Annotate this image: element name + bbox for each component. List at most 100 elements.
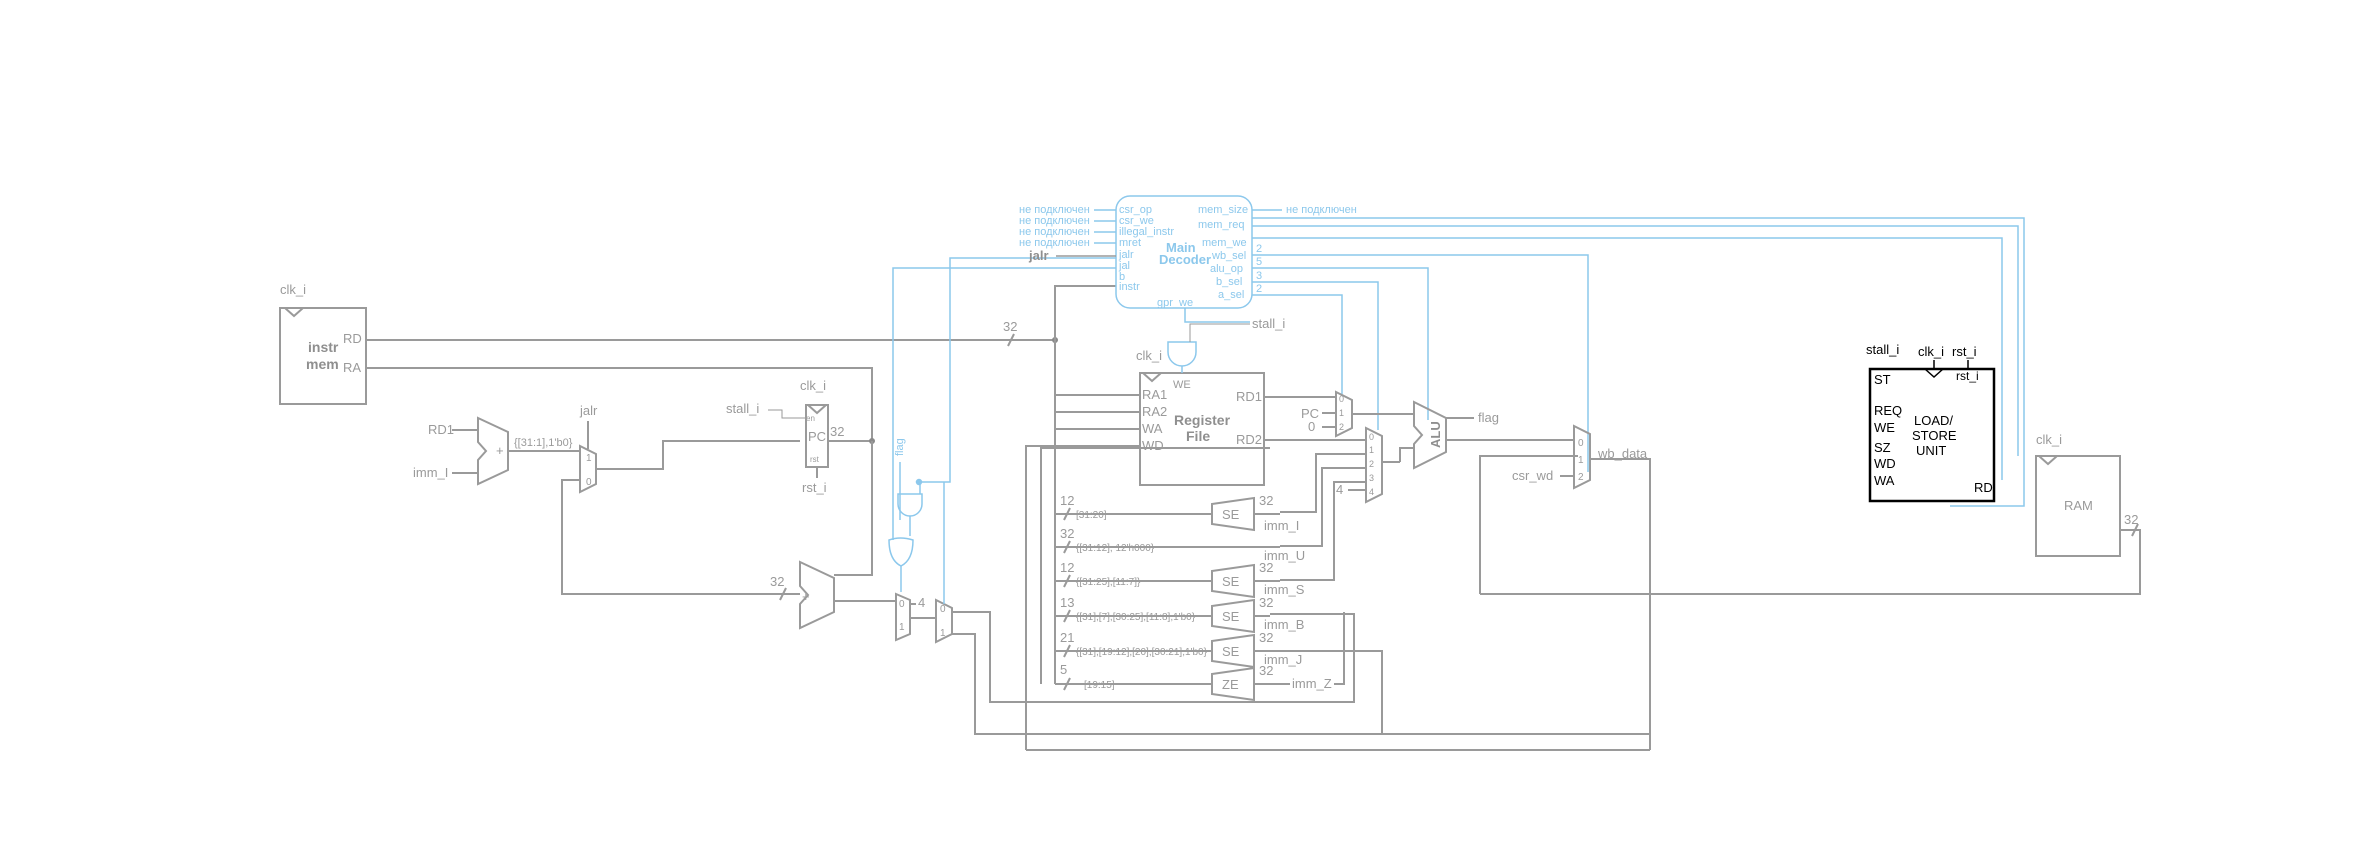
decoder-port-alu-op: alu_op xyxy=(1210,263,1243,275)
regfile-we-gate xyxy=(1167,341,1197,367)
decoder-port-jalr: jalr xyxy=(1118,249,1134,261)
imm-b-width-out: 32 xyxy=(1259,595,1273,610)
alu-b-mux-in2: 2 xyxy=(1369,459,1374,469)
instr-mem-title-2: mem xyxy=(306,356,339,372)
wb-mux-in2: 2 xyxy=(1578,472,1584,483)
imm-mux: 0 1 xyxy=(935,482,1383,735)
decoder-port-csr-we: csr_we xyxy=(1119,215,1154,227)
imm-mux-in1: 1 xyxy=(940,628,946,639)
decoder-port-b-sel: b_sel xyxy=(1216,276,1242,288)
imm-s-bits: {[31:25],[11:7]} xyxy=(1076,577,1141,588)
imm-s-name: imm_S xyxy=(1264,582,1305,597)
imm-z-name: imm_Z xyxy=(1292,676,1332,691)
loop-rd xyxy=(1040,447,1270,684)
imm-z-bits: [19:15] xyxy=(1084,680,1115,691)
main-decoder: Main Decoder csr_op csr_we illegal_instr… xyxy=(1019,195,2025,507)
alu-a-mux-shape xyxy=(1335,390,1353,438)
instr-bus-slash xyxy=(1007,333,1015,347)
imm-u-bits: {[31:12], 12'h000} xyxy=(1076,543,1155,554)
decoder-port-gpr-we: gpr_we xyxy=(1157,297,1193,309)
nc-2: не подключен xyxy=(1019,215,1090,227)
lsu-title-2: STORE xyxy=(1912,428,1957,443)
instr-mem-title-1: instr xyxy=(308,339,339,355)
const-mux-shape xyxy=(895,592,911,642)
lsu-title-3: UNIT xyxy=(1916,443,1946,458)
alu-label: ALU xyxy=(1428,421,1443,448)
ctrl-alu-op xyxy=(1252,267,1429,420)
imm-z-width-out: 32 xyxy=(1259,663,1273,678)
ram-return-up xyxy=(1479,455,1578,594)
alu-b-mux-in0: 0 xyxy=(1369,432,1374,442)
decoder-title-2: Decoder xyxy=(1159,252,1211,267)
jalr-adder-concat: {[31:1],1'b0} xyxy=(514,437,573,449)
regfile-stall: stall_i xyxy=(1252,316,1285,331)
lsu-title-1: LOAD/ xyxy=(1914,413,1953,428)
decoder-port-jal: jal xyxy=(1118,260,1130,272)
pc-adder-shape xyxy=(799,560,835,630)
const-mux-in1: 1 xyxy=(899,622,905,633)
nc-4: не подключен xyxy=(1019,237,1090,249)
alu-b-mux-in3: 3 xyxy=(1369,473,1374,483)
pc-rst-port: rst xyxy=(810,455,820,464)
jalr-adder-plus: + xyxy=(496,443,504,458)
pc-stall: stall_i xyxy=(726,401,759,416)
imm-i-bits: [31:20] xyxy=(1076,510,1107,521)
decoder-port-instr: instr xyxy=(1119,281,1140,293)
ctrl-wb-sel xyxy=(1252,254,1589,472)
imm-i-unit xyxy=(1211,496,1255,532)
decoder-width-asel: 2 xyxy=(1256,283,1262,295)
pc-rst: rst_i xyxy=(802,480,827,495)
pc-adder: + 32 xyxy=(770,441,896,630)
regfile-clk: clk_i xyxy=(1136,348,1162,363)
imm-gen: 12 [31:20] SE 32 imm_I 32 {[31:12], 12'h… xyxy=(1055,493,1345,702)
lsu-port-rd: RD xyxy=(1974,480,1993,495)
wb-mux-out: wb_data xyxy=(1597,446,1648,461)
imm-b-unit xyxy=(1211,598,1255,634)
imm-u-name: imm_U xyxy=(1264,548,1305,563)
imm-b-unit-label: SE xyxy=(1222,609,1240,624)
ctrl-mem-req xyxy=(1252,225,2019,456)
decoder-port-a-sel: a_sel xyxy=(1218,289,1244,301)
decoder-jalr-out: jalr xyxy=(1028,248,1049,263)
alu-a-mux-in2: 2 xyxy=(1339,422,1344,432)
alu: ALU flag xyxy=(1413,400,1574,470)
ram-box xyxy=(2035,455,2121,557)
regfile-we: WE xyxy=(1173,379,1191,391)
jalr-adder-in-rd1: RD1 xyxy=(428,422,454,437)
ram: clk_i RAM 32 xyxy=(2035,432,2141,594)
instr-mem-clk: clk_i xyxy=(280,282,306,297)
lsu-clk: clk_i xyxy=(1918,344,1944,359)
regfile-port-rd2: RD2 xyxy=(1236,432,1262,447)
imm-i-width-out: 32 xyxy=(1259,493,1273,508)
alu-a-mux: 0 1 2 PC 0 xyxy=(1301,390,1414,438)
lsu-box xyxy=(1868,367,1996,503)
alu-flag: flag xyxy=(1478,410,1499,425)
nc-3: не подключен xyxy=(1019,226,1090,238)
lsu-port-wa: WA xyxy=(1874,473,1895,488)
alu-b-mux-in4: 4 xyxy=(1369,487,1374,497)
lsu-port-st: ST xyxy=(1874,372,1891,387)
and-gate-1 xyxy=(897,493,923,517)
decoder-port-mret: mret xyxy=(1119,237,1141,249)
ram-clk: clk_i xyxy=(2036,432,2062,447)
ctrl-mem-we xyxy=(1252,237,2003,480)
const-mux-in0: 0 xyxy=(899,599,905,610)
pc-adder-width: 32 xyxy=(770,574,784,589)
loop-wd xyxy=(1025,445,1141,750)
lsu-rst: rst_i xyxy=(1952,344,1977,359)
ram-width: 32 xyxy=(2124,512,2138,527)
imm-mux-in0: 0 xyxy=(940,604,946,615)
regfile-title-1: Register xyxy=(1174,412,1231,428)
regfile-port-rd1: RD1 xyxy=(1236,389,1262,404)
decoder-port-b: b xyxy=(1119,271,1125,283)
alu-a-mux-zero: 0 xyxy=(1308,419,1315,434)
const-mux: 0 1 4 xyxy=(895,592,936,642)
lsu-port-wd: WD xyxy=(1874,456,1896,471)
decoder-title-1: Main xyxy=(1166,240,1196,255)
alu-a-mux-in1: 1 xyxy=(1339,408,1344,418)
imm-i-name: imm_I xyxy=(1264,518,1299,533)
pc-adder-plus: + xyxy=(802,589,810,604)
nc-right: не подключен xyxy=(1286,204,1357,216)
lsu: stall_i clk_i rst_i rst_i ST REQ WE SZ W… xyxy=(1866,342,1996,503)
